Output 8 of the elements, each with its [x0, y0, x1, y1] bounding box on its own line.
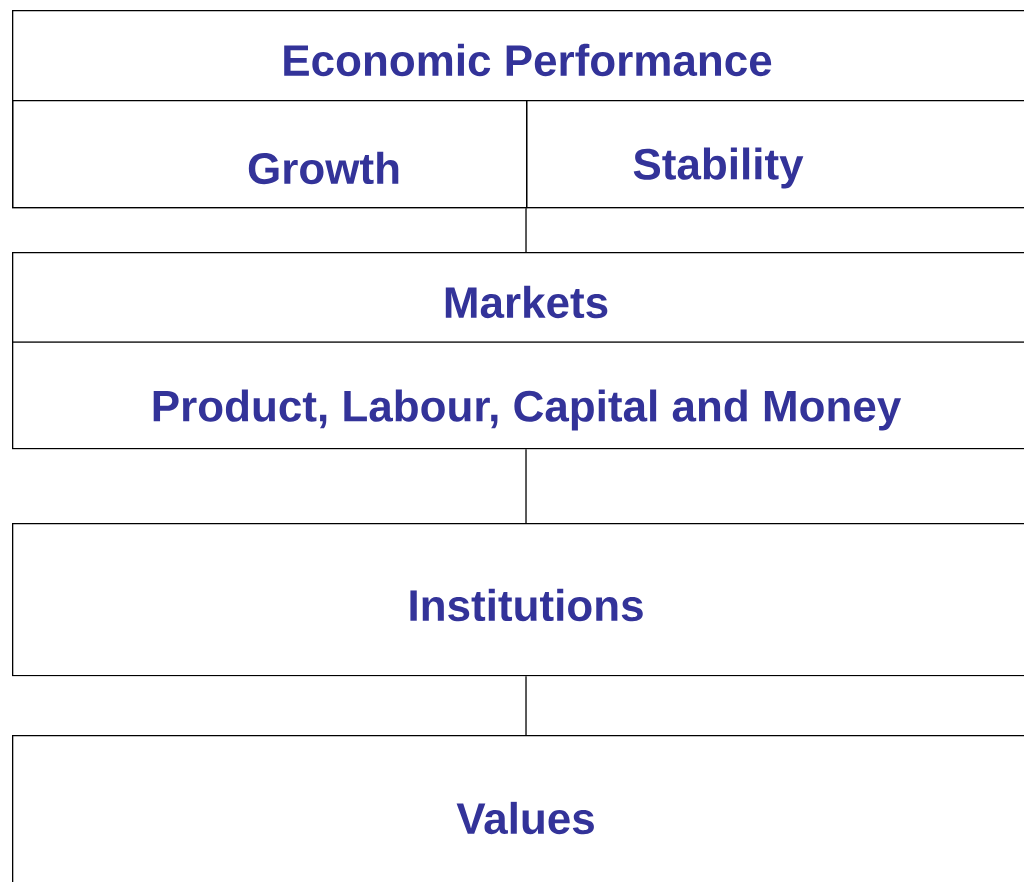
table-box: Markets Product, Labour, Capital and Money [11, 252, 1024, 450]
table-cell: Stability [526, 100, 1024, 209]
table-box: Values [12, 735, 1024, 882]
connector-line [525, 675, 527, 736]
table-box: Institutions [12, 523, 1024, 677]
connector-line [525, 448, 527, 524]
table-cell: Growth [12, 100, 528, 209]
connector-line [525, 207, 527, 253]
